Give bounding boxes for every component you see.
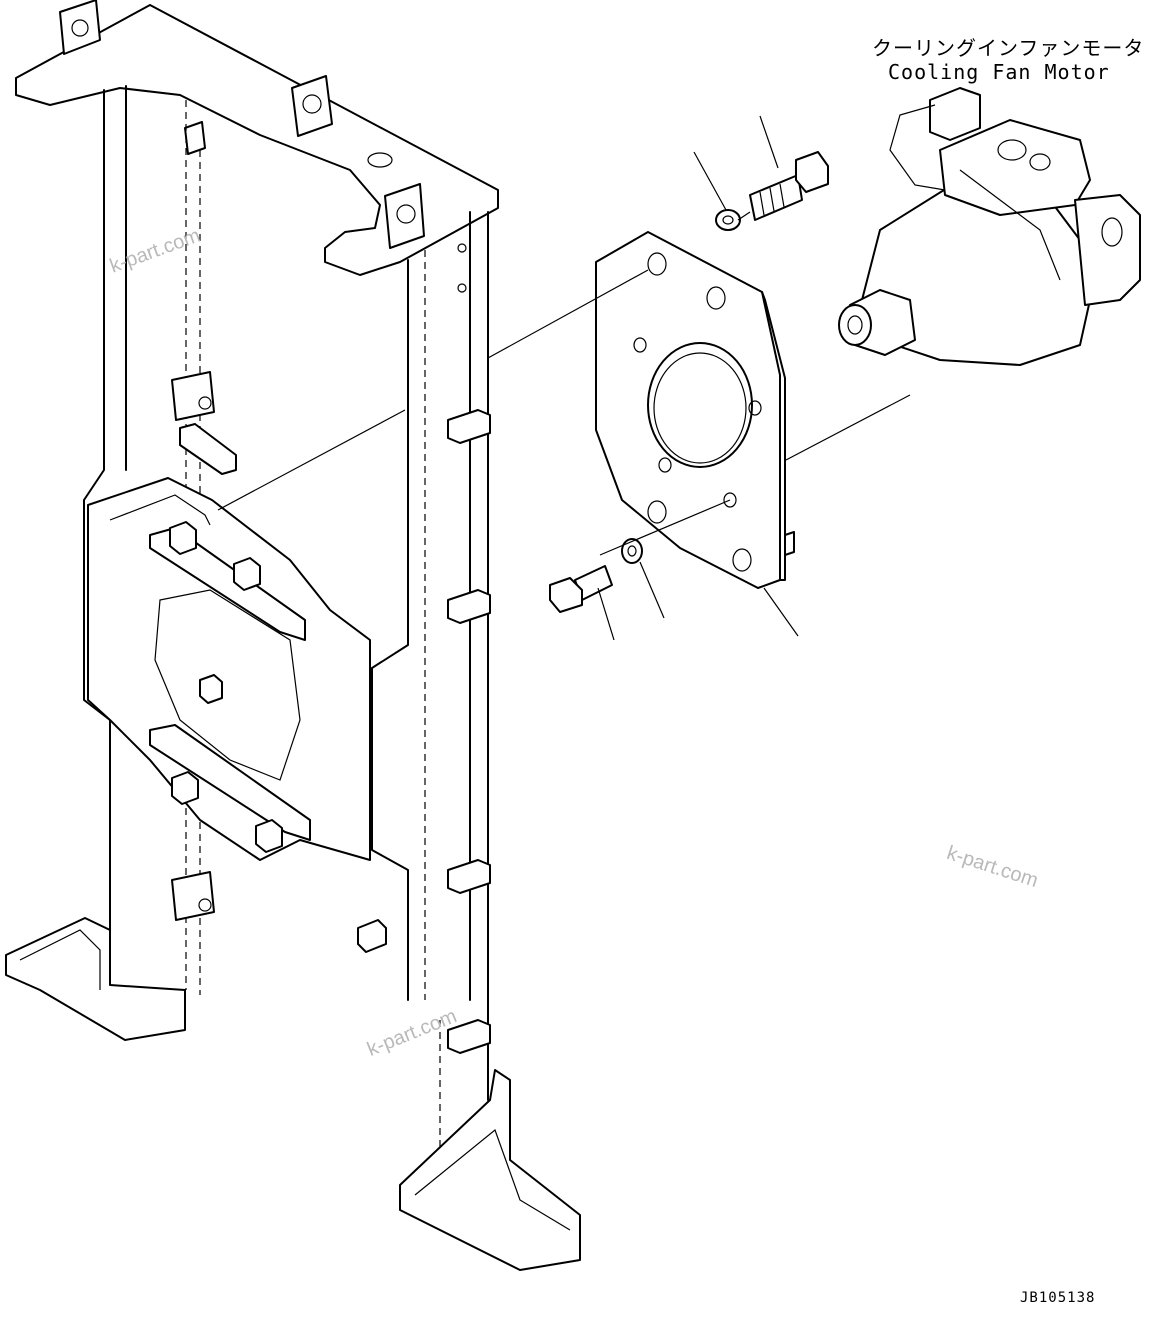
leader-lines	[217, 115, 911, 641]
upper-washer	[715, 209, 741, 231]
drawing-number: JB105138	[1020, 1290, 1096, 1306]
lower-bolt	[549, 565, 613, 613]
nut	[199, 674, 223, 704]
nut	[233, 557, 261, 591]
support-frame	[5, 0, 581, 1271]
part-label-english: Cooling Fan Motor	[888, 60, 1110, 84]
mounting-plate	[595, 231, 795, 589]
upper-bolt	[749, 151, 829, 221]
nut	[169, 521, 197, 555]
cooling-fan-motor	[838, 87, 1141, 366]
nut	[171, 771, 199, 805]
part-label-japanese: クーリングインファンモータ	[872, 36, 1145, 60]
lower-washer	[621, 538, 643, 564]
nut	[255, 819, 283, 853]
